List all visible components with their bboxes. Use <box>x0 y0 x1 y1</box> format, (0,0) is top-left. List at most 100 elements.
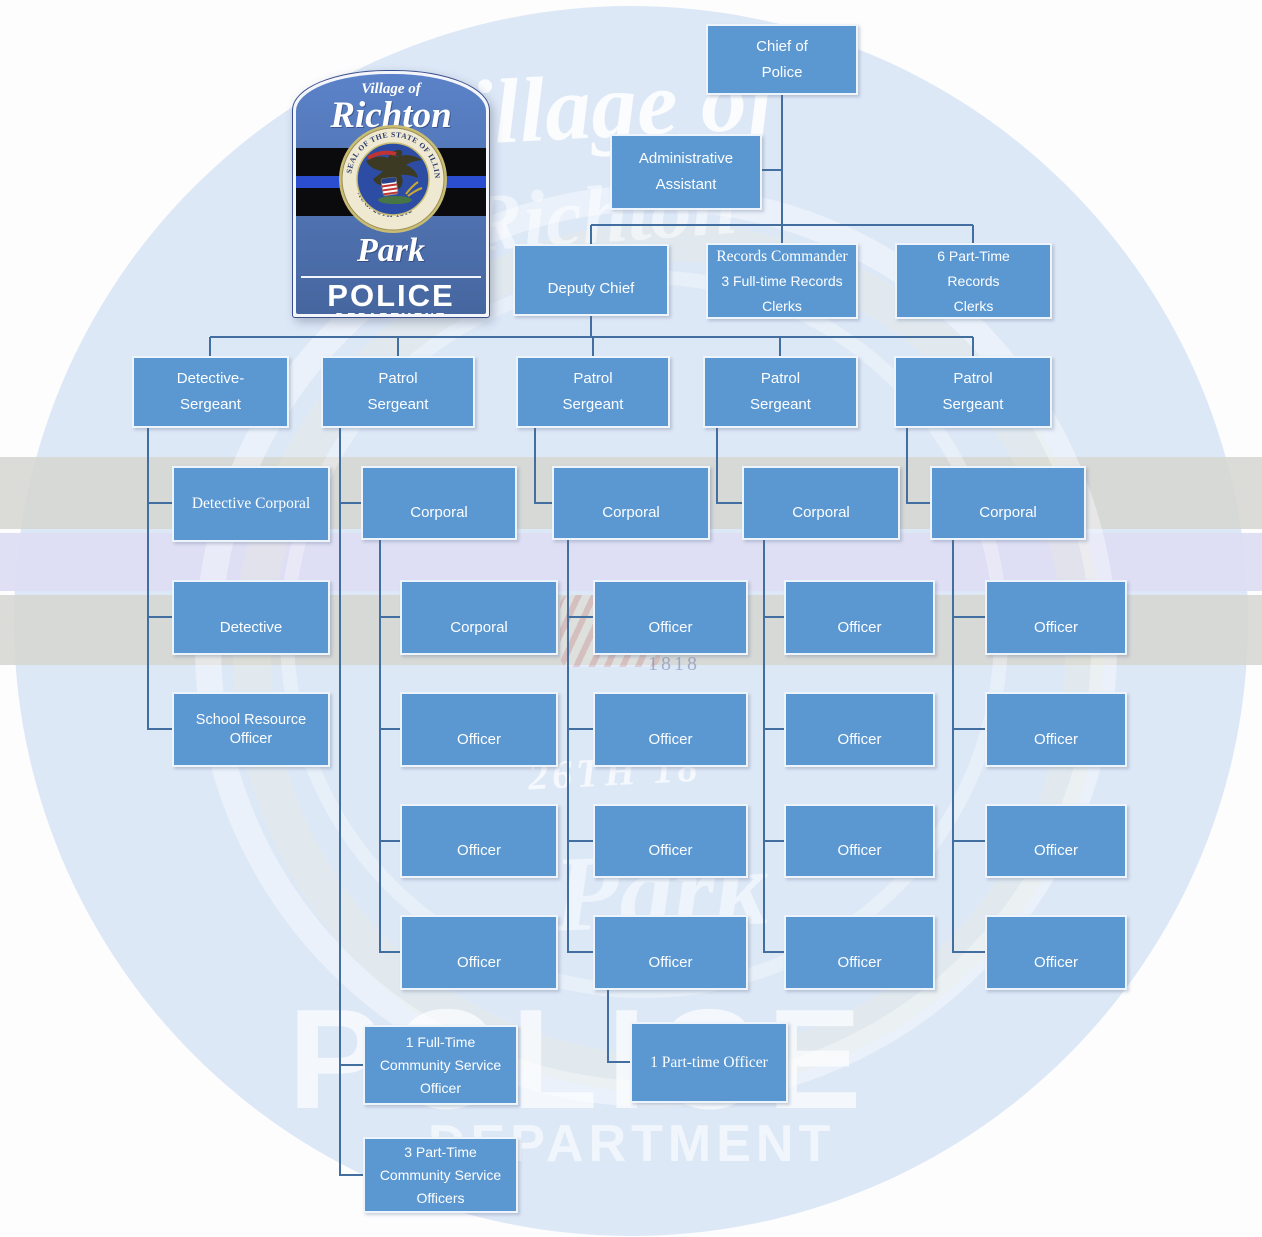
node-label: 6 Part-Time <box>937 247 1010 264</box>
node-label: Corporal <box>602 504 660 521</box>
node-label: Officer <box>648 842 693 859</box>
node-label: Officers <box>416 1189 465 1206</box>
officer-a5-box: Officer <box>400 915 558 990</box>
node-label: Patrol <box>953 370 993 387</box>
officer-b4-box: Officer <box>593 804 748 878</box>
officer-b3-box: Officer <box>593 692 748 767</box>
node-label: Police <box>761 63 803 81</box>
node-label: Officer <box>457 842 501 859</box>
node-label: Corporal <box>410 504 468 521</box>
badge-police-label: POLICE <box>327 278 455 313</box>
node-label: Officer <box>1034 619 1078 636</box>
node-label: Officer <box>229 730 273 747</box>
node-label: Corporal <box>979 504 1037 521</box>
node-label: Clerks <box>762 297 802 314</box>
officer-c3-box: Officer <box>784 692 935 767</box>
node-label: Sergeant <box>367 396 429 413</box>
node-label: 3 Full-time Records <box>721 272 843 289</box>
node-label: Officer <box>837 954 882 971</box>
node-label: Officer <box>648 619 693 636</box>
node-label: Officer <box>837 619 882 636</box>
node-label: Officer <box>1034 842 1078 859</box>
officer-c4-box: Officer <box>784 804 935 878</box>
illinois-state-seal-icon: SEAL OF THE STATE OF ILLINOIS AUG. 26TH … <box>338 124 447 233</box>
node-label: Officer <box>648 954 693 971</box>
node-label: Patrol <box>378 370 418 387</box>
node-label: Sergeant <box>942 396 1004 413</box>
node-label: Chief of <box>756 37 808 55</box>
node-label: Detective- <box>176 370 245 387</box>
part-time-officer-box: 1 Part-time Officer <box>630 1022 788 1103</box>
chief-of-police-box: Chief of Police <box>706 24 858 95</box>
seal-ribbon <box>367 150 397 160</box>
seal-wheat <box>405 181 423 197</box>
node-label: Clerks <box>953 297 994 314</box>
node-label: Officer <box>457 731 501 748</box>
officer-c2-box: Officer <box>784 580 935 655</box>
corporal-b1-box: Corporal <box>552 466 710 540</box>
detective-box: Detective <box>172 580 330 655</box>
detective-corporal-box: Detective Corporal <box>172 466 330 542</box>
badge-divider-line <box>301 276 481 278</box>
node-label: Records <box>947 272 1000 289</box>
officer-b5-box: Officer <box>593 915 748 990</box>
officer-d4-box: Officer <box>985 804 1127 878</box>
node-label: Officer <box>837 842 882 859</box>
officer-c5-box: Officer <box>784 915 935 990</box>
node-label: Community Service <box>379 1056 502 1073</box>
node-label: 1 Full-Time <box>405 1033 476 1050</box>
node-label: Detective Corporal <box>191 495 311 512</box>
node-label: School Resource <box>195 711 307 728</box>
node-label: 3 Part-Time <box>404 1143 477 1160</box>
corporal-a1-box: Corporal <box>361 466 517 540</box>
node-label: 1 Part-time Officer <box>650 1053 768 1071</box>
node-label: Officer <box>1034 954 1078 971</box>
badge-village-of-label: Village of <box>361 81 421 97</box>
node-label: Detective <box>219 619 283 636</box>
node-label: Administrative <box>638 150 734 167</box>
node-label: Sergeant <box>180 396 241 413</box>
node-label: Corporal <box>792 504 850 521</box>
officer-d3-box: Officer <box>985 692 1127 767</box>
node-label: Assistant <box>655 176 717 193</box>
node-label: Officer <box>837 731 882 748</box>
badge-shield-shape: Village of Richton SEAL OF THE STATE OF … <box>292 70 490 318</box>
seal-ground <box>378 196 412 204</box>
node-label: Patrol <box>573 370 613 387</box>
badge-park-label: Park <box>357 232 425 269</box>
node-label: Officer <box>1034 731 1078 748</box>
detective-sergeant-box: Detective- Sergeant <box>132 356 289 428</box>
node-label: Records Commander <box>716 247 848 265</box>
node-label: Patrol <box>760 370 801 387</box>
seal-shield-icon <box>380 176 399 197</box>
corporal-a2-box: Corporal <box>400 580 558 655</box>
seal-eagle-icon <box>366 150 422 189</box>
node-label: Sergeant <box>562 396 624 413</box>
node-label: Officer <box>420 1079 461 1096</box>
corporal-d1-box: Corporal <box>930 466 1086 540</box>
node-label: Deputy Chief <box>547 280 635 297</box>
node-label: Officer <box>457 954 501 971</box>
officer-b2-box: Officer <box>593 580 748 655</box>
node-label: Officer <box>648 731 693 748</box>
officer-a3-box: Officer <box>400 692 558 767</box>
officer-d5-box: Officer <box>985 915 1127 990</box>
node-label: Corporal <box>450 619 508 636</box>
deputy-chief-box: Deputy Chief <box>513 244 669 316</box>
richton-park-police-badge: Village of Richton SEAL OF THE STATE OF … <box>292 70 490 318</box>
badge-department-label: DEPARTMENT <box>296 311 486 314</box>
badge-body: Village of Richton SEAL OF THE STATE OF … <box>296 74 486 314</box>
